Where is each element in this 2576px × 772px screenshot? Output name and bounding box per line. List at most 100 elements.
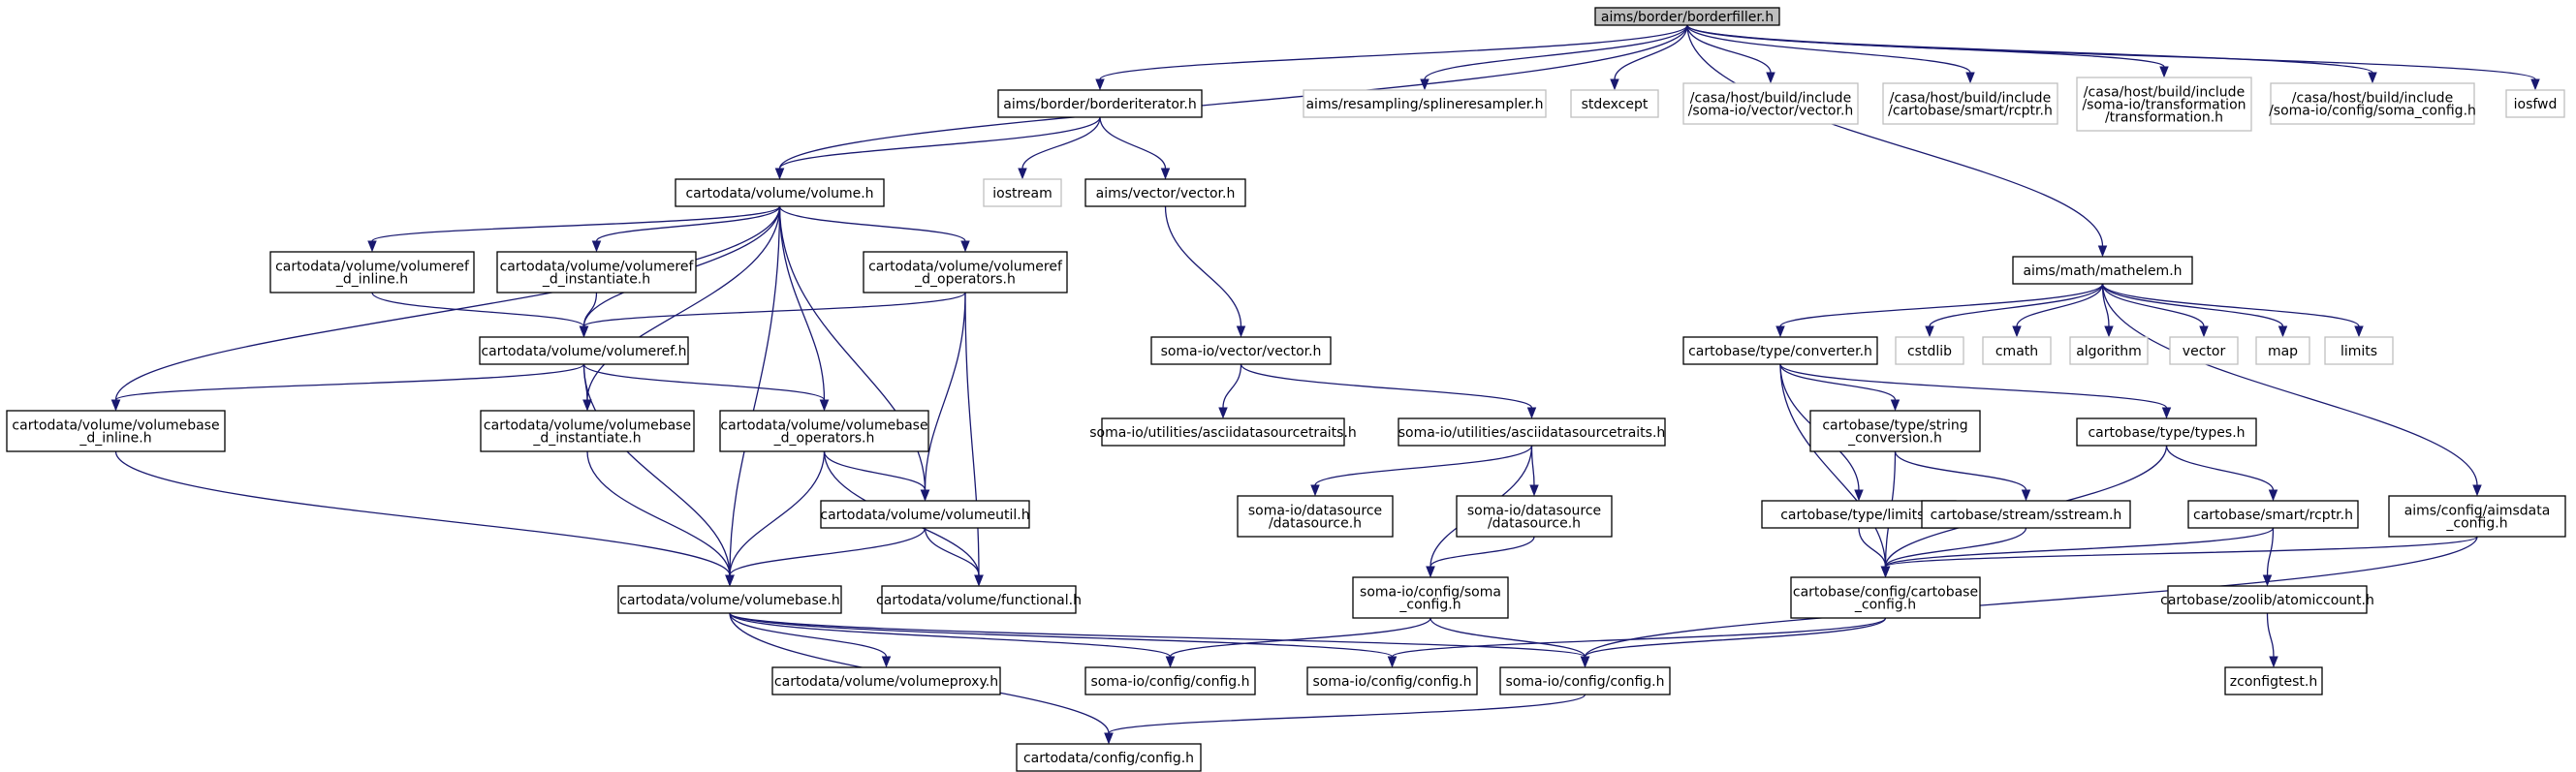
node-types[interactable]: cartobase/type/types.h — [2076, 417, 2257, 447]
node-volumeref[interactable]: cartodata/volume/volumeref.h — [479, 336, 689, 365]
node-label: _d_operators.h — [914, 272, 1016, 288]
node-mathelem[interactable]: aims/math/mathelem.h — [2012, 256, 2193, 285]
node-atomiccount[interactable]: cartobase/zoolib/atomiccount.h — [2160, 585, 2374, 614]
node-somavector[interactable]: soma-io/vector/vector.h — [1150, 336, 1332, 365]
node-somaioconfig3[interactable]: soma-io/config/config.h — [1499, 666, 1671, 695]
node-somaioconfig1[interactable]: soma-io/config/config.h — [1084, 666, 1256, 695]
node-zconfigtest[interactable]: zconfigtest.h — [2224, 666, 2323, 695]
node-datasource2[interactable]: soma-io/datasource/datasource.h — [1456, 495, 1613, 538]
node-root[interactable]: aims/border/borderfiller.h — [1594, 7, 1780, 26]
edge-somavector-to-asciitraits2 — [1240, 363, 1537, 419]
node-volumeref_operators[interactable]: cartodata/volume/volumeref_d_operators.h — [863, 251, 1068, 293]
node-label: cartobase/type/limits.h — [1780, 508, 1937, 523]
node-volumebase_inline[interactable]: cartodata/volume/volumebase_d_inline.h — [6, 410, 226, 452]
node-label: _d_inline.h — [79, 431, 151, 447]
edge-types-to-rcptr — [2165, 445, 2278, 502]
edge-volume-to-volumeref_instantiate — [591, 205, 781, 253]
node-label: aims/border/borderfiller.h — [1601, 10, 1774, 25]
edge-volumeutil-to-functional — [924, 527, 984, 587]
edge-volumeref-to-volumebase_inline — [110, 363, 585, 412]
node-label: cartodata/volume/volumeref — [275, 260, 470, 275]
edge-sstream-to-cartobase_config — [1880, 527, 2027, 578]
edges-layer — [110, 24, 2540, 745]
node-asciitraits2[interactable]: soma-io/utilities/asciidatasourcetraits.… — [1398, 417, 1666, 447]
node-string_conversion[interactable]: cartobase/type/string_conversion.h — [1809, 410, 1981, 452]
node-volumebase[interactable]: cartodata/volume/volumebase.h — [617, 585, 842, 614]
node-label: cartodata/volume/volumeproxy.h — [774, 674, 998, 690]
node-label: cartodata/volume/volumebase — [720, 418, 927, 434]
node-label: aims/border/borderiterator.h — [1003, 97, 1196, 112]
edge-volumebase-to-somaioconfig1 — [729, 612, 1176, 668]
node-label: cartobase/config/cartobase — [1793, 585, 1978, 601]
edge-volume-to-volumebase_operators — [778, 205, 830, 412]
edge-root-to-mathelem — [1686, 24, 2108, 258]
edge-mathelem-to-aimsdata_config — [2101, 283, 2482, 497]
node-asciitraits1[interactable]: soma-io/utilities/asciidatasourcetraits.… — [1089, 417, 1357, 447]
edge-volume-to-volumeref_inline — [367, 205, 781, 253]
node-rcptr[interactable]: cartobase/smart/rcptr.h — [2187, 500, 2359, 529]
node-datasource1[interactable]: soma-io/datasource/datasource.h — [1237, 495, 1394, 538]
edge-borderiterator-to-volume — [774, 116, 1101, 180]
node-cartobase_config[interactable]: cartobase/config/cartobase_config.h — [1790, 576, 1981, 619]
node-label: /casa/host/build/include — [1890, 91, 2051, 107]
node-label: cartodata/volume/volumeutil.h — [820, 508, 1029, 523]
edge-somaioconfig3-to-cartodata_config — [1104, 694, 1586, 745]
edge-volumeref_inline-to-volumeref — [371, 292, 589, 338]
node-volumebase_operators[interactable]: cartodata/volume/volumebase_d_operators.… — [719, 410, 929, 452]
edge-mathelem-to-limits — [2101, 283, 2364, 338]
node-volumeref_instantiate[interactable]: cartodata/volume/volumeref_d_instantiate… — [496, 251, 697, 293]
node-label: zconfigtest.h — [2230, 674, 2317, 690]
node-volumeref_inline[interactable]: cartodata/volume/volumeref_d_inline.h — [269, 251, 475, 293]
node-rcptr_ext: /casa/host/build/include/cartobase/smart… — [1882, 82, 2058, 125]
node-label: _d_inline.h — [335, 272, 408, 288]
edge-converter-to-string_conversion — [1779, 363, 1901, 412]
node-volumeutil[interactable]: cartodata/volume/volumeutil.h — [820, 500, 1030, 529]
node-converter[interactable]: cartobase/type/converter.h — [1682, 336, 1878, 365]
edge-borderiterator-to-iostream — [1018, 116, 1101, 180]
node-iostream: iostream — [983, 178, 1062, 207]
edge-volumeref_operators-to-volumeutil — [920, 292, 966, 502]
edge-string_conversion-to-sstream — [1894, 450, 2031, 502]
node-label: limits — [2340, 344, 2377, 359]
edge-volumebase_inline-to-volumebase — [114, 450, 735, 587]
node-borderiterator[interactable]: aims/border/borderiterator.h — [997, 89, 1203, 118]
node-volume[interactable]: cartodata/volume/volume.h — [675, 178, 885, 207]
edge-mathelem-to-vector — [2101, 283, 2209, 338]
node-cstdlib: cstdlib — [1895, 336, 1964, 365]
node-volumeproxy[interactable]: cartodata/volume/volumeproxy.h — [771, 666, 1001, 695]
node-label: cartobase/smart/rcptr.h — [2193, 508, 2353, 523]
edge-mathelem-to-converter — [1775, 283, 2104, 338]
node-somavector_ext: /casa/host/build/include/soma-io/vector/… — [1682, 82, 1859, 125]
node-label: soma-io/config/config.h — [1090, 674, 1249, 690]
node-soma_config[interactable]: soma-io/config/soma_config.h — [1352, 576, 1509, 619]
node-label: soma-io/utilities/asciidatasourcetraits.… — [1089, 425, 1357, 441]
edge-cartobase_config-to-somaioconfig2 — [1387, 617, 1887, 668]
node-volumebase_instantiate[interactable]: cartodata/volume/volumebase_d_instantiat… — [480, 410, 695, 452]
node-aimsdata_config[interactable]: aims/config/aimsdata_config.h — [2388, 495, 2566, 538]
edge-root-to-splineresampler — [1420, 24, 1688, 91]
node-aimsvector[interactable]: aims/vector/vector.h — [1084, 178, 1246, 207]
node-functional[interactable]: cartodata/volume/functional.h — [876, 585, 1082, 614]
node-label: cartodata/config/config.h — [1023, 751, 1194, 766]
edge-root-to-iosfwd — [1686, 24, 2540, 91]
node-stdexcept: stdexcept — [1570, 89, 1659, 118]
edge-volumeutil-to-volumebase — [725, 527, 927, 587]
node-label: cartodata/volume/volumebase.h — [619, 593, 839, 608]
node-somaioconfig2[interactable]: soma-io/config/config.h — [1306, 666, 1478, 695]
node-label: cartodata/volume/volumebase — [484, 418, 691, 434]
node-cartodata_config[interactable]: cartodata/config/config.h — [1016, 743, 1202, 772]
node-label: cartobase/stream/sstream.h — [1931, 508, 2122, 523]
node-label: /datasource.h — [1269, 516, 1362, 532]
edge-volume-to-volumebase_instantiate — [582, 205, 781, 412]
edge-volumeref_operators-to-volumeref — [579, 292, 966, 338]
node-label: _conversion.h — [1847, 431, 1942, 447]
edge-root-to-somaconfig_ext — [1686, 24, 2377, 84]
node-label: soma-io/datasource — [1248, 504, 1382, 519]
node-splineresampler: aims/resampling/splineresampler.h — [1303, 89, 1547, 118]
node-label: _d_instantiate.h — [542, 272, 650, 288]
edge-volume-to-volumeutil — [778, 205, 930, 502]
node-map: map — [2255, 336, 2310, 365]
node-label: cartobase/zoolib/atomiccount.h — [2160, 593, 2374, 608]
node-sstream[interactable]: cartobase/stream/sstream.h — [1921, 500, 2131, 529]
